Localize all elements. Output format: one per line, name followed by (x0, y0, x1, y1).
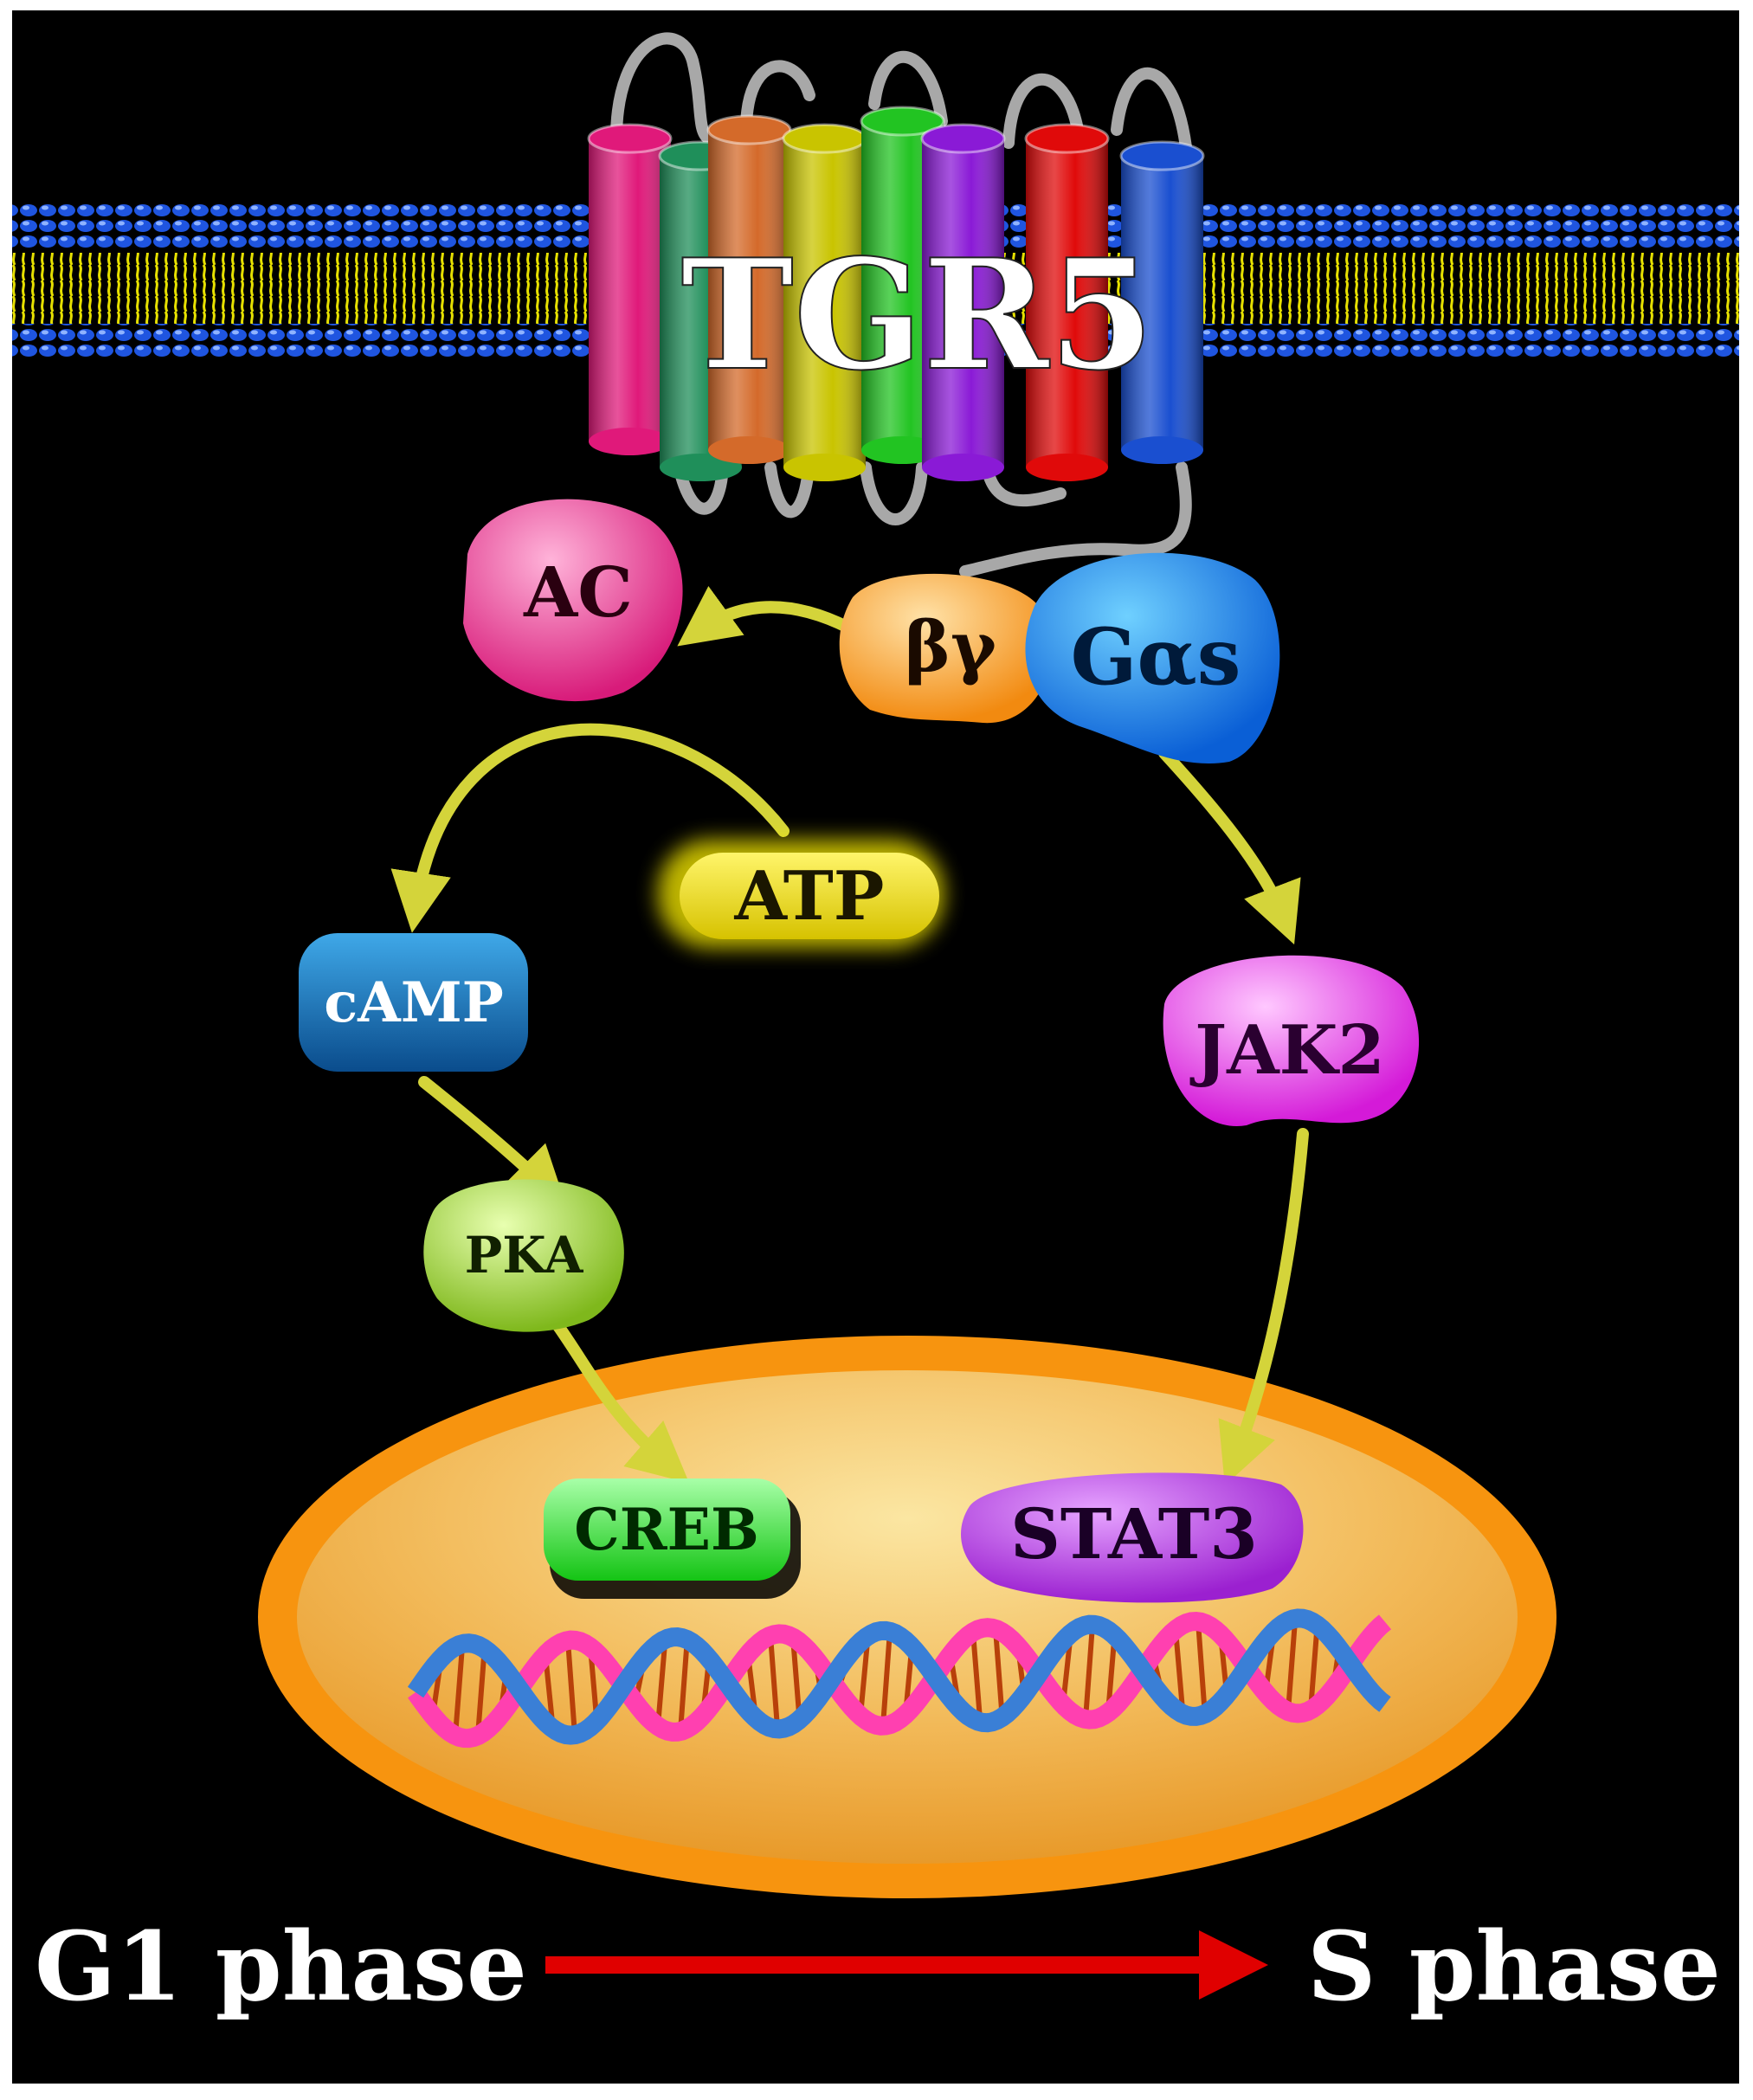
atp-shape (680, 853, 939, 939)
dna-base-pair (880, 1630, 893, 1727)
helix-1 (587, 123, 673, 455)
dna-base-pair (768, 1635, 780, 1729)
arrow-jak2-to-stat3 (1218, 1128, 1309, 1486)
dna-base-pair (1196, 1620, 1208, 1717)
g-alpha-s-shape (1025, 552, 1280, 763)
atp-label: ATP (734, 857, 885, 936)
pka-label: PKA (465, 1226, 584, 1285)
dna-base-pair (453, 1646, 465, 1736)
ac-shape (463, 499, 683, 702)
tgr5-helices (587, 106, 1205, 481)
helix-3 (706, 114, 792, 464)
helix-7 (1024, 123, 1110, 481)
jak2-label: JAK2 (1189, 1011, 1385, 1090)
camp-label: cAMP (324, 970, 504, 1035)
dna-base-pair (655, 1643, 667, 1727)
s-phase-label: S phase (1307, 1910, 1721, 2022)
node-camp: cAMP (299, 933, 528, 1072)
dna-base-pair (858, 1641, 870, 1717)
ac-label: AC (523, 551, 633, 633)
node-creb: CREB (544, 1478, 801, 1599)
arrow-betagamma-to-ac (677, 585, 854, 647)
pka-shape (423, 1179, 624, 1332)
receptor-label: TGR5 (681, 227, 1155, 404)
dna-strand-pink (408, 1611, 1392, 1749)
dna-base-pair (993, 1628, 1005, 1722)
node-ac: AC (463, 499, 683, 702)
node-g-alpha-s: Gαs (1025, 552, 1280, 763)
stat3-label: STAT3 (1010, 1493, 1258, 1575)
creb-shape (544, 1478, 790, 1581)
creb-label: CREB (574, 1496, 758, 1563)
node-beta-gamma: βγ (839, 573, 1052, 724)
dna-base-pair (1286, 1620, 1298, 1712)
node-atp: ATP (658, 840, 944, 948)
g1-phase-label: G1 phase (35, 1910, 527, 2022)
arrow-pka-to-creb (548, 1314, 690, 1484)
dna-strand-blue (407, 1608, 1391, 1745)
nucleus-interior (297, 1370, 1518, 1864)
dna-base-pair (678, 1637, 690, 1732)
helix-4 (782, 123, 867, 481)
dna-double-helix-icon (407, 1608, 1392, 1749)
arrow-camp-to-pka (418, 1076, 567, 1208)
helix-8 (1119, 140, 1205, 464)
arrow-ac-atp-to-camp (390, 723, 789, 933)
camp-shape (299, 933, 528, 1072)
beta-gamma-shape (839, 573, 1052, 724)
cell-cycle-transition: G1 phase S phase (35, 1910, 1721, 2022)
helix-6 (920, 123, 1006, 481)
stat3-shape (961, 1472, 1304, 1603)
signaling-arrows (390, 585, 1309, 1486)
node-jak2: JAK2 (1163, 955, 1420, 1126)
beta-gamma-label: βγ (905, 606, 997, 687)
g-alpha-s-label: Gαs (1071, 611, 1241, 703)
node-stat3: STAT3 (961, 1472, 1304, 1603)
dna-base-pair (1173, 1629, 1185, 1710)
node-pka: PKA (423, 1179, 624, 1332)
nucleus (258, 1336, 1556, 1898)
dna-base-pair (970, 1632, 983, 1720)
jak2-shape (1163, 955, 1420, 1126)
dna-base-pair (1083, 1625, 1095, 1720)
arrow-gas-to-jak2 (1158, 747, 1301, 945)
dna-base-pair (565, 1639, 577, 1736)
